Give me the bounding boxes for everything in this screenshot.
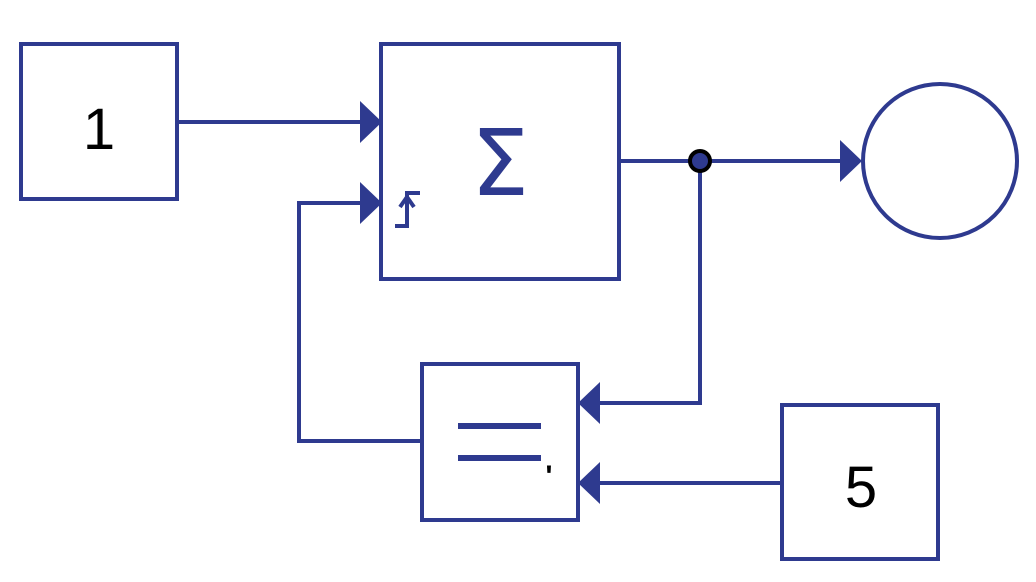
rising-edge-trigger-icon [395, 191, 420, 228]
relational-operator-block[interactable]: ' [420, 362, 580, 522]
wire-compare-to-sum-reset [297, 201, 422, 443]
arrowhead-sum-input-1 [360, 101, 382, 143]
arrowhead-compare-input-2 [578, 462, 600, 504]
arrowhead-output [840, 140, 862, 182]
arrowhead-sum-input-2 [360, 182, 382, 224]
output-circle[interactable] [861, 82, 1019, 240]
constant-block-1[interactable]: 1 [19, 42, 179, 201]
sum-block[interactable]: Σ [379, 42, 621, 281]
constant-block-5[interactable]: 5 [780, 403, 940, 561]
sigma-label: Σ [471, 110, 529, 217]
constant-value-1: 1 [83, 97, 115, 162]
branch-point[interactable] [688, 149, 712, 173]
constant-value-5: 5 [845, 455, 877, 520]
arrowhead-compare-input-1 [578, 382, 600, 424]
prime-mark: ' [545, 460, 552, 493]
wire-branch-to-compare [600, 161, 702, 405]
